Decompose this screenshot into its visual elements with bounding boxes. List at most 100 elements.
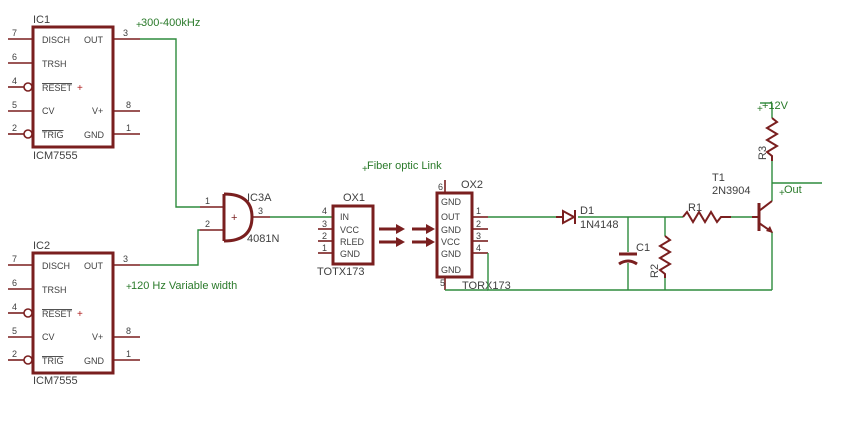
t1-part: 2N3904 [712,185,751,197]
r2-name: R2 [649,264,661,278]
ic2-pin-num-3: 3 [123,254,128,264]
net-anchor-mark: + [362,164,368,175]
ic1-pin-num-4: 4 [12,76,17,86]
ic3a-pin-num-3: 3 [258,206,263,216]
ic1-pin-num-8: 8 [126,100,131,110]
ic1-pin-cv: CV [42,106,55,116]
ic2-pin-vplus: V+ [92,332,103,342]
net-anchor-mark: + [779,188,785,199]
ic2-pin-out: OUT [84,261,104,271]
and-gate-plus-mark: + [231,212,237,224]
t1-transistor[interactable]: T1 2N3904 [712,172,773,233]
ic1-timer[interactable]: IC1 ICM7555 7 6 4 5 2 3 8 1 DISCH TRSH R… [8,14,140,162]
ic1-pin-trig: TRIG [42,130,64,140]
ox2-pin-gnd-2: GND [441,225,462,235]
ox2-body [435,191,474,279]
t1-name: T1 [712,172,725,184]
ic3a-part: 4081N [247,233,279,245]
ox1-pin-num-3: 3 [322,219,327,229]
ox2-pin-gnd-3: GND [441,249,462,259]
c1-name: C1 [636,242,650,254]
resistor-zigzag [765,117,779,161]
ox2-pin-num-1: 1 [476,206,481,216]
emitter-arrow-icon [766,226,773,233]
diode-symbol [562,209,577,225]
ox2-pin-num-3: 3 [476,231,481,241]
ic3a-name: IC3A [247,192,272,204]
ox1-pin-num-2: 2 [322,231,327,241]
ox1-pin-rled: RLED [340,237,365,247]
ox2-pin-gnd-top: GND [441,197,462,207]
ic1-name: IC1 [33,14,50,26]
net-label-120hz: 120 Hz Variable width [131,280,237,292]
ic1-part: ICM7555 [33,150,78,162]
ic2-reset-plus-mark: + [77,309,83,320]
ic3a-and-gate[interactable]: IC3A 4081N 1 2 3 + [200,192,279,245]
ox2-pin-out: OUT [441,212,461,222]
ox1-pin-num-1: 1 [322,243,327,253]
ox2-pin-num-5: 5 [440,278,445,288]
ic2-pin-reset: RESET [42,309,73,319]
capacitor-plate-curved [618,259,638,266]
ox1-name: OX1 [343,192,365,204]
net-anchor-mark: + [757,104,763,115]
ic2-pin-num-6: 6 [12,278,17,288]
ic2-pin-num-2: 2 [12,349,17,359]
ic2-name: IC2 [33,240,50,252]
net-label-12v: +12V [762,100,789,112]
ic1-pin-num-7: 7 [12,28,17,38]
ic2-pin-disch: DISCH [42,261,70,271]
ox2-pin-vcc: VCC [441,237,461,247]
transistor-collector [758,200,773,212]
ic1-pin-num-2: 2 [12,123,17,133]
ic1-pin-num-1: 1 [126,123,131,133]
ic2-pin-trsh: TRSH [42,285,67,295]
ic3a-pin-num-1: 1 [205,196,210,206]
ic1-pin-disch: DISCH [42,35,70,45]
ic2-part: ICM7555 [33,375,78,387]
r1-resistor[interactable]: R1 [682,202,731,224]
ic2-pin-num-5: 5 [12,326,17,336]
wires-gate-inputs [140,38,333,266]
ox2-pin-num-6: 6 [438,182,443,192]
ic1-body [31,25,115,149]
ic1-pin-num-6: 6 [12,52,17,62]
ic1-pin-num-5: 5 [12,100,17,110]
ox2-name: OX2 [461,179,483,191]
ic1-pin-vplus: V+ [92,106,103,116]
ox2-pin-gnd-4: GND [441,265,462,275]
r3-resistor[interactable]: R3 [757,117,779,161]
net-label-out: Out [784,184,802,196]
ic2-pin-num-4: 4 [12,302,17,312]
d1-name: D1 [580,205,594,217]
ox2-pin-num-4: 4 [476,243,481,253]
optical-link-arrows [379,224,435,247]
ic2-timer[interactable]: IC2 ICM7555 7 6 4 5 2 3 8 1 DISCH TRSH R… [8,240,140,387]
net-label-300-400khz: 300-400kHz [141,17,200,29]
ox1-part: TOTX173 [317,266,365,278]
ox2-receiver[interactable]: OX2 TORX173 6 5 1 2 3 4 GND OUT GND VCC … [435,179,511,292]
resistor-zigzag [658,235,672,278]
ox2-part: TORX173 [462,280,511,292]
ic1-pin-gnd: GND [84,130,105,140]
ic2-body [31,251,115,375]
r2-resistor[interactable]: R2 [649,235,672,278]
ic3a-pin-num-2: 2 [205,219,210,229]
ox2-pin-num-2: 2 [476,219,481,229]
ic1-pin-num-3: 3 [123,28,128,38]
ox1-body [331,204,375,266]
r3-name: R3 [757,146,769,160]
ic2-pin-num-7: 7 [12,254,17,264]
ic2-pin-cv: CV [42,332,55,342]
net-anchor-mark: + [126,282,132,293]
ox1-pin-vcc: VCC [340,225,360,235]
ic2-pin-num-1: 1 [126,349,131,359]
ox1-pin-in: IN [340,212,349,222]
d1-diode[interactable]: D1 1N4148 [556,205,619,231]
ox1-transmitter[interactable]: OX1 TOTX173 4 3 2 1 IN VCC RLED GND [317,192,375,278]
ic1-pin-trsh: TRSH [42,59,67,69]
ox1-pin-gnd: GND [340,249,361,259]
ic2-pin-gnd: GND [84,356,105,366]
c1-capacitor[interactable]: C1 [618,242,650,266]
